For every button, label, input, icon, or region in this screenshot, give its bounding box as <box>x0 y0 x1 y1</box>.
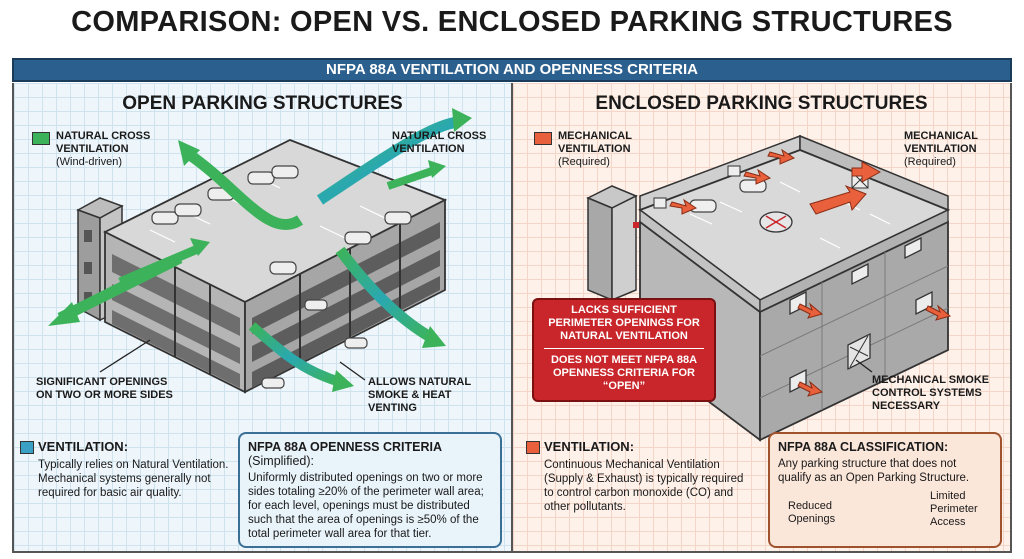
enclosed-vent-heading: VENTILATION: <box>544 439 635 454</box>
classification-text: Any parking structure that does not qual… <box>778 458 970 484</box>
criteria-heading: NFPA 88A OPENNESS CRITERIA <box>248 440 442 454</box>
criteria-sub: (Simplified): <box>248 454 314 468</box>
mech-vent-arrow-label: MECHANICAL VENTILATION(Required) <box>904 130 978 168</box>
open-heading: OPEN PARKING STRUCTURES <box>122 93 403 114</box>
enclosed-heading: ENCLOSED PARKING STRUCTURES <box>595 93 928 114</box>
natural-vent-arrow-label: NATURAL CROSS VENTILATION <box>392 130 487 155</box>
criteria-text: Uniformly distributed openings on two or… <box>248 472 484 540</box>
classification-box: NFPA 88A CLASSIFICATION: Any parking str… <box>768 432 1002 548</box>
openings-label: SIGNIFICANT OPENINGS ON TWO OR MORE SIDE… <box>36 376 173 401</box>
enclosed-vent-text: Continuous Mechanical Ventilation (Suppl… <box>544 459 744 513</box>
limited-access-label: Limited Perimeter Access <box>930 490 978 528</box>
criteria-banner: NFPA 88A VENTILATION AND OPENNESS CRITER… <box>12 58 1012 82</box>
mech-vent-legend-swatch <box>534 132 552 145</box>
warning-box: LACKS SUFFICIENT PERIMETER OPENINGS FOR … <box>532 298 716 402</box>
natural-vent-legend-label: NATURAL CROSS VENTILATION(Wind-driven) <box>56 130 151 168</box>
smoke-control-label: MECHANICAL SMOKE CONTROL SYSTEMS NECESSA… <box>872 374 990 412</box>
openness-criteria-box: NFPA 88A OPENNESS CRITERIA (Simplified):… <box>238 432 502 548</box>
reduced-openings-label: Reduced Openings <box>788 500 836 525</box>
natural-vent-legend-swatch <box>32 132 50 145</box>
open-vent-heading: VENTILATION: <box>38 439 129 454</box>
venting-label: ALLOWS NATURAL SMOKE & HEAT VENTING <box>368 376 471 414</box>
mech-vent-legend-label: MECHANICAL VENTILATION(Required) <box>558 130 632 168</box>
open-vent-text: Typically relies on Natural Ventilation.… <box>38 459 229 499</box>
page-title: COMPARISON: OPEN VS. ENCLOSED PARKING ST… <box>71 6 953 38</box>
warning-text-2: DOES NOT MEET NFPA 88A OPENNESS CRITERIA… <box>550 354 698 392</box>
open-garage-drawing <box>48 108 472 394</box>
enclosed-garage-drawing <box>586 134 952 442</box>
enclosed-vent-swatch <box>526 441 540 454</box>
open-vent-swatch <box>20 441 34 454</box>
classification-heading: NFPA 88A CLASSIFICATION: <box>778 440 949 454</box>
warning-text-1: LACKS SUFFICIENT PERIMETER OPENINGS FOR … <box>548 304 700 342</box>
